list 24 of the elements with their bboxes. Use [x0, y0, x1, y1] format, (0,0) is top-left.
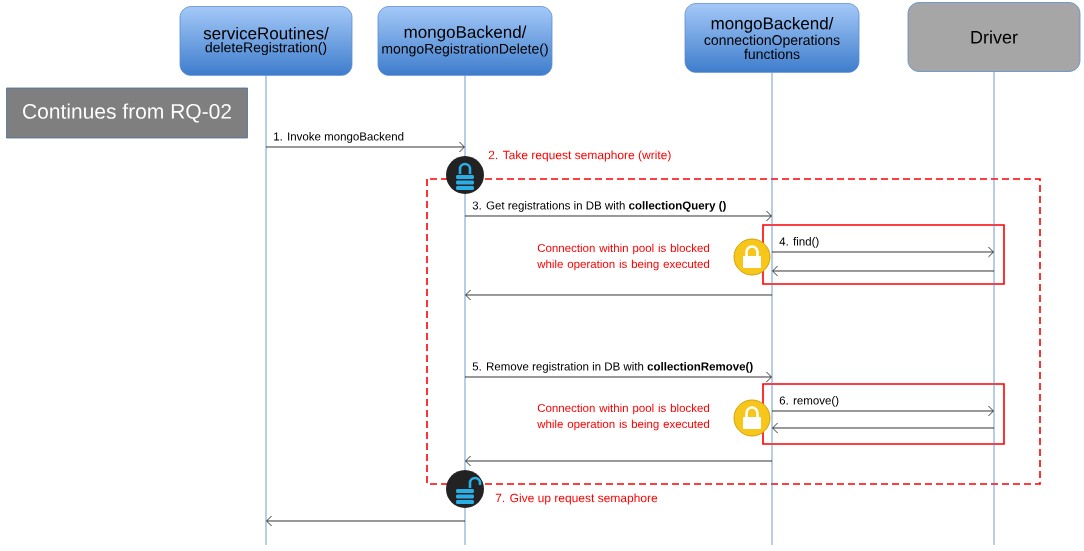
message-label: 1. Invoke mongoBackend [274, 132, 404, 143]
message-label: 6. remove() [779, 396, 839, 407]
participant-box: mongoBackend/ connectionOperations functions [684, 3, 860, 73]
message-arrow [465, 455, 773, 467]
note-text: Connection within pool is blocked while operation is being executed [537, 243, 709, 271]
participant-box: mongoBackend/ mongoRegistrationDelete() [377, 6, 553, 76]
message-arrow [772, 265, 995, 277]
message-arrow [771, 405, 994, 417]
participant-box: serviceRoutines/ deleteRegistration() [179, 6, 353, 76]
message-label: 5. Remove registration in DB with collectionRemove() [472, 362, 753, 373]
message-arrow [772, 422, 995, 434]
message-arrow [464, 371, 772, 383]
message-arrow [266, 515, 466, 527]
participant-box: Driver [907, 2, 1081, 72]
step-note: 7. Give up request semaphore [495, 493, 658, 505]
message-arrow [465, 289, 773, 301]
message-arrow [464, 210, 772, 222]
message-label: 4. find() [779, 237, 819, 248]
message-arrow [771, 246, 994, 258]
continuation-box: Continues from RQ-02 [6, 87, 248, 139]
message-arrow [265, 141, 465, 153]
message-label: 3. Get registrations in DB with collectionQuery () [472, 201, 726, 212]
step-note: 2. Take request semaphore (write) [488, 150, 671, 162]
note-text: Connection within pool is blocked while operation is being executed [537, 403, 709, 431]
